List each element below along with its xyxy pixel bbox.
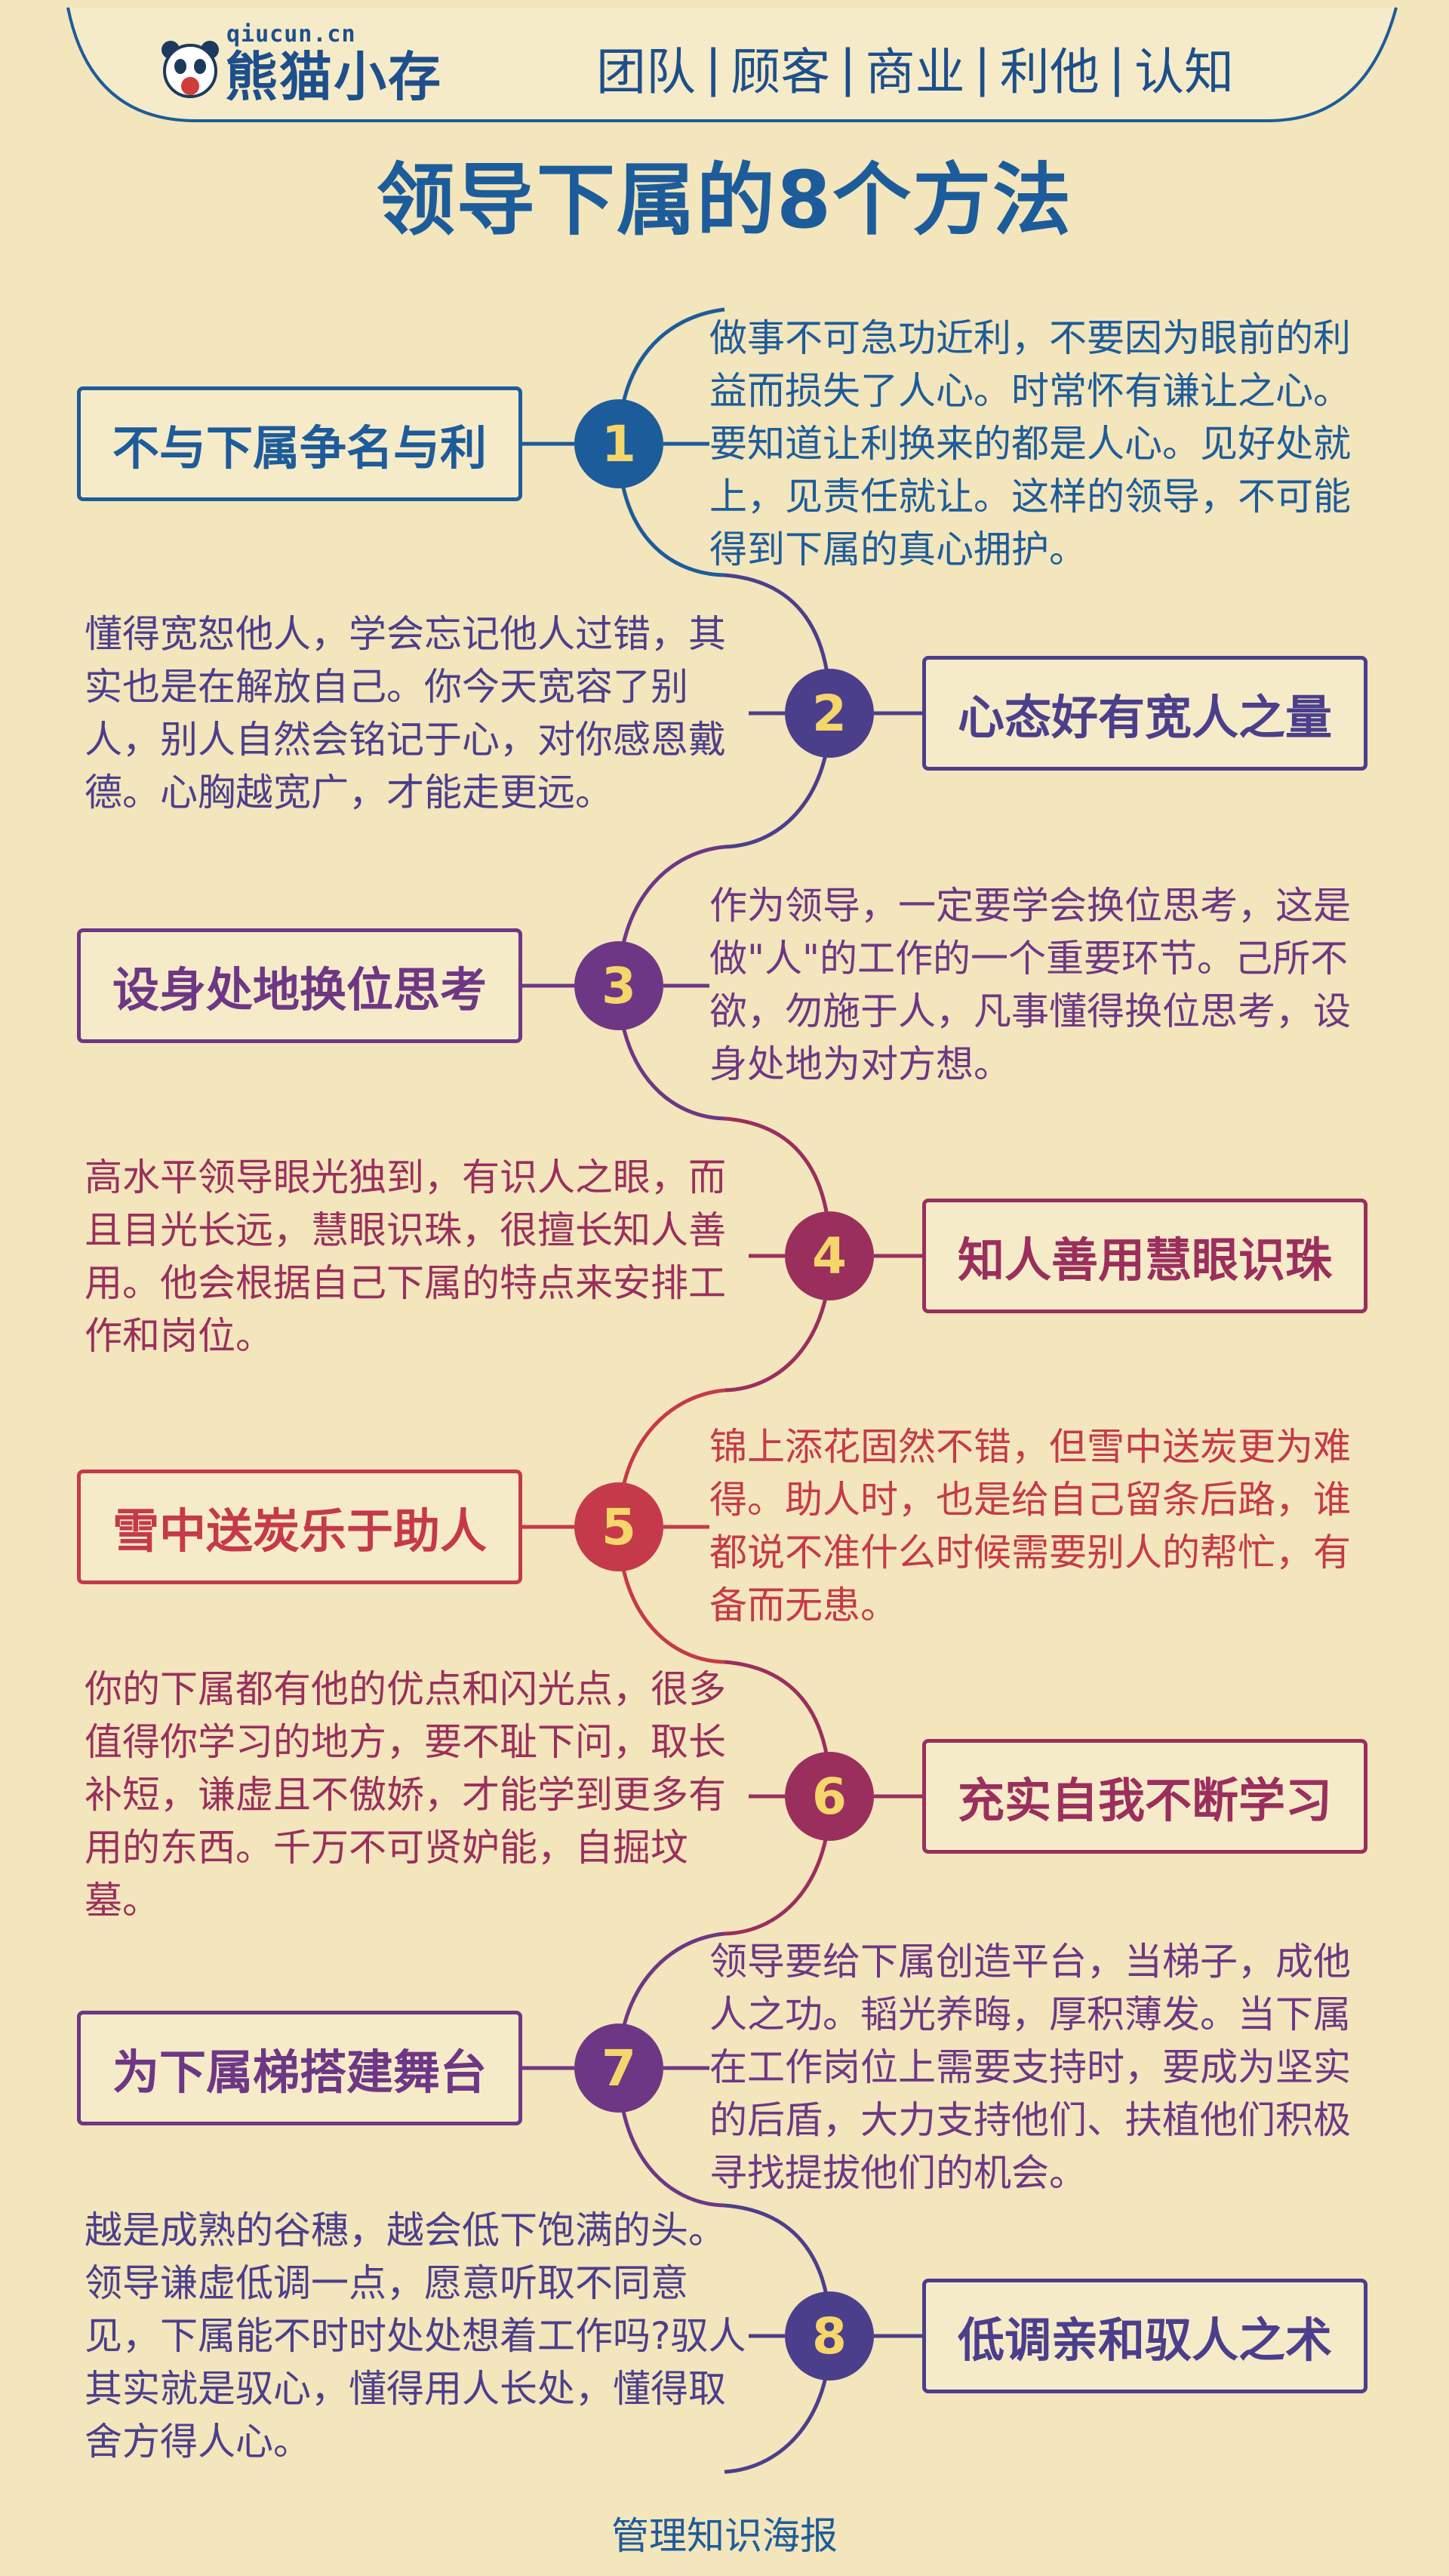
method-8-title: 低调亲和驭人之术 (922, 2279, 1367, 2393)
nav-separator: | (974, 38, 991, 97)
method-1-title: 不与下属争名与利 (77, 386, 522, 501)
nav-item-cognition: 认知 (1134, 43, 1234, 101)
method-1-number: 1 (574, 399, 663, 488)
method-5-title: 雪中送炭乐于助人 (77, 1470, 522, 1584)
method-4-description: 高水平领导眼光独到，有识人之眼，而且目光长远，慧眼识珠，很擅长知人善用。他会根据… (85, 1156, 726, 1358)
method-8-description: 越是成熟的谷穗，越会低下饱满的头。领导谦虚低调一点，愿意听取不同意见，下属能不时… (85, 2208, 746, 2464)
method-3-title: 设身处地换位思考 (77, 928, 522, 1043)
category-nav: 团队 | 顾客 | 商业 | 利他 | 认知 (596, 30, 1234, 106)
nav-item-business: 商业 (865, 43, 965, 101)
method-7-number: 7 (574, 2024, 663, 2113)
method-4-number: 4 (785, 1211, 874, 1300)
method-1-description: 做事不可急功近利，不要因为眼前的利益而损失了人心。时常怀有谦让之心。要知道让利换… (709, 316, 1351, 571)
page-title: 领导下属的8个方法 (376, 154, 1073, 246)
header-banner (66, 7, 1398, 122)
method-7-title: 为下属梯搭建舞台 (77, 2011, 522, 2125)
method-7-description: 领导要给下属创造平台，当梯子，成他人之功。韬光养晦，厚积薄发。当下属在工作岗位上… (709, 1940, 1351, 2195)
nav-separator: | (839, 38, 857, 97)
brand-logo: qiucun.cn 熊猫小存 (158, 17, 483, 107)
nav-item-altruism: 利他 (999, 43, 1100, 101)
method-8-number: 8 (785, 2291, 874, 2381)
nav-separator: | (1108, 38, 1125, 97)
method-3-number: 3 (574, 941, 663, 1030)
method-5-description: 锦上添花固然不错，但雪中送炭更为难得。助人时，也是给自己留条后路，谁都说不准什么… (709, 1425, 1351, 1627)
brand-domain: qiucun.cn (226, 21, 356, 48)
method-3-description: 作为领导，一定要学会换位思考，这是做"人"的工作的一个重要环节。己所不欲，勿施于… (709, 884, 1351, 1086)
method-5-number: 5 (574, 1482, 663, 1571)
nav-item-customer: 顾客 (731, 43, 831, 101)
method-2-title: 心态好有宽人之量 (922, 656, 1367, 771)
brand-name: 熊猫小存 (225, 46, 442, 108)
panda-logo-icon (162, 41, 219, 98)
nav-separator: | (705, 38, 722, 97)
method-6-title: 充实自我不断学习 (922, 1739, 1367, 1854)
method-2-description: 懂得宽恕他人，学会忘记他人过错，其实也是在解放自己。你今天宽容了别人，别人自然会… (85, 612, 726, 814)
method-2-number: 2 (785, 669, 874, 758)
nav-item-team: 团队 (596, 43, 696, 101)
method-6-number: 6 (785, 1752, 874, 1841)
method-4-title: 知人善用慧眼识珠 (922, 1199, 1367, 1313)
method-6-description: 你的下属都有他的优点和闪光点，很多值得你学习的地方，要不耻下问，取长补短，谦虚且… (85, 1667, 726, 1922)
footer-label: 管理知识海报 (611, 2514, 838, 2558)
